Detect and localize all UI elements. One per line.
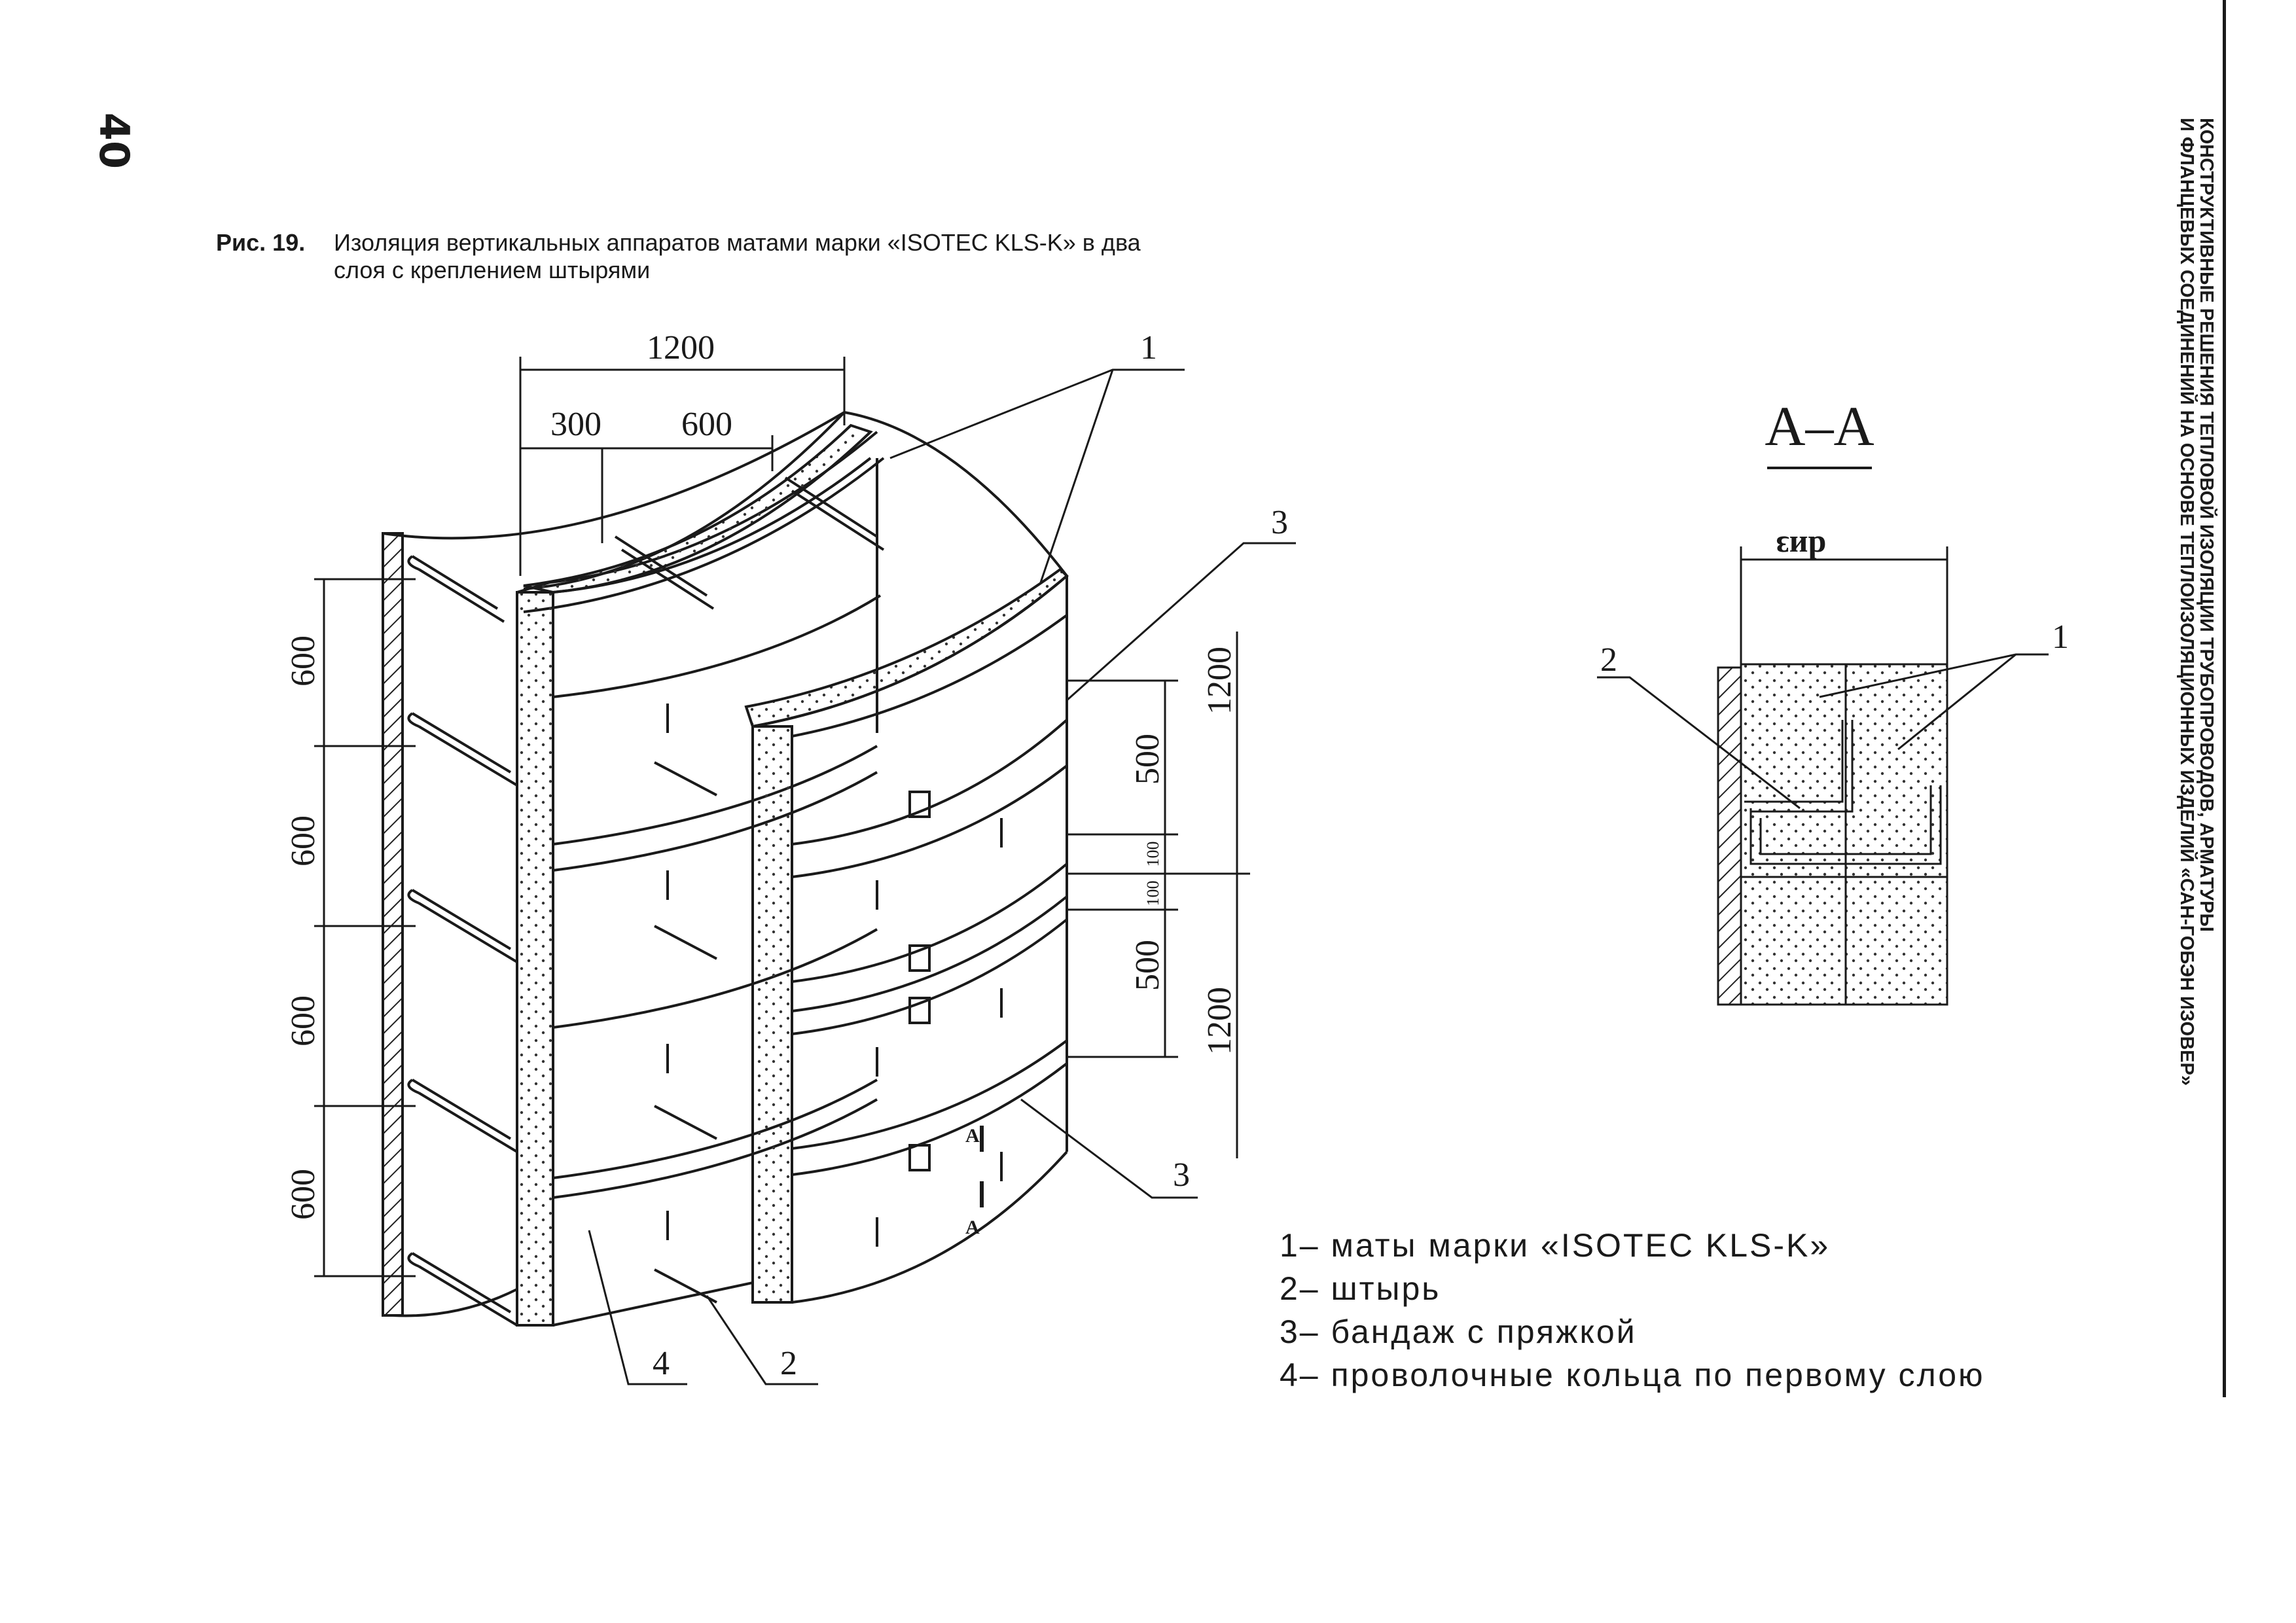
dim-gap-a: 100 [1143, 842, 1162, 867]
callout-rings: 4 [653, 1345, 670, 1382]
band-buckle [908, 791, 931, 818]
section-title: A–A [1765, 395, 1874, 457]
dim-gap-b: 100 [1143, 881, 1162, 906]
dim-width-total: 1200 [647, 329, 715, 366]
dim-vertical-1: 600 [285, 635, 322, 687]
section-mark-a-top: A [965, 1125, 980, 1147]
callout-band-bottom: 3 [1173, 1156, 1190, 1194]
legend: 1– маты марки «ISOTEC KLS-K» 2– штырь 3–… [1280, 1224, 1985, 1397]
header-divider [2223, 0, 2226, 1397]
dim-band-a: 500 [1129, 734, 1166, 785]
dim-vertical-2: 600 [285, 815, 322, 866]
section-view: A–A dиз 2 1 [1597, 395, 2069, 1006]
legend-item: 2– штырь [1280, 1270, 1441, 1307]
figure-caption-line-2: слоя с креплением штырями [334, 257, 651, 283]
dim-right-bottom: 1200 [1201, 987, 1238, 1055]
figure-caption: Рис. 19. Изоляция вертикальных аппаратов… [216, 229, 1329, 284]
section-dimension-label: dиз [1776, 529, 1827, 566]
section-callout-pin: 2 [1600, 641, 1617, 679]
legend-item: 4– проволочные кольца по первому слою [1280, 1357, 1985, 1393]
isometric-view [382, 411, 1069, 1327]
legend-item: 3– бандаж с пряжкой [1280, 1313, 1637, 1350]
dim-band-b: 500 [1129, 940, 1166, 991]
callout-band-top: 3 [1271, 504, 1288, 541]
callout-mats: 1 [1140, 329, 1157, 366]
callout-pin: 2 [780, 1345, 797, 1382]
dimension-lines [314, 357, 1296, 1385]
vessel-wall [382, 532, 404, 1317]
dim-left-offset: 300 [550, 406, 601, 443]
figure-label: Рис. 19. [216, 229, 306, 256]
band-buckle [908, 944, 931, 972]
band-buckle [908, 1144, 931, 1171]
dim-pin-spacing: 600 [681, 406, 732, 443]
second-layer-edge [751, 725, 793, 1304]
section-callout-mats: 1 [2052, 618, 2069, 656]
first-layer-edge [516, 591, 554, 1327]
section-mark-a-bottom: A [965, 1217, 980, 1238]
figure-caption-line-1: Изоляция вертикальных аппаратов матами м… [334, 229, 1141, 256]
dim-vertical-4: 600 [285, 1169, 322, 1220]
band-buckle [908, 997, 931, 1024]
legend-item: 1– маты марки «ISOTEC KLS-K» [1280, 1227, 1831, 1264]
mat-pins [614, 476, 1003, 1304]
wall-pins [407, 555, 518, 1327]
dim-right-top: 1200 [1201, 647, 1238, 715]
dim-vertical-3: 600 [285, 995, 322, 1046]
